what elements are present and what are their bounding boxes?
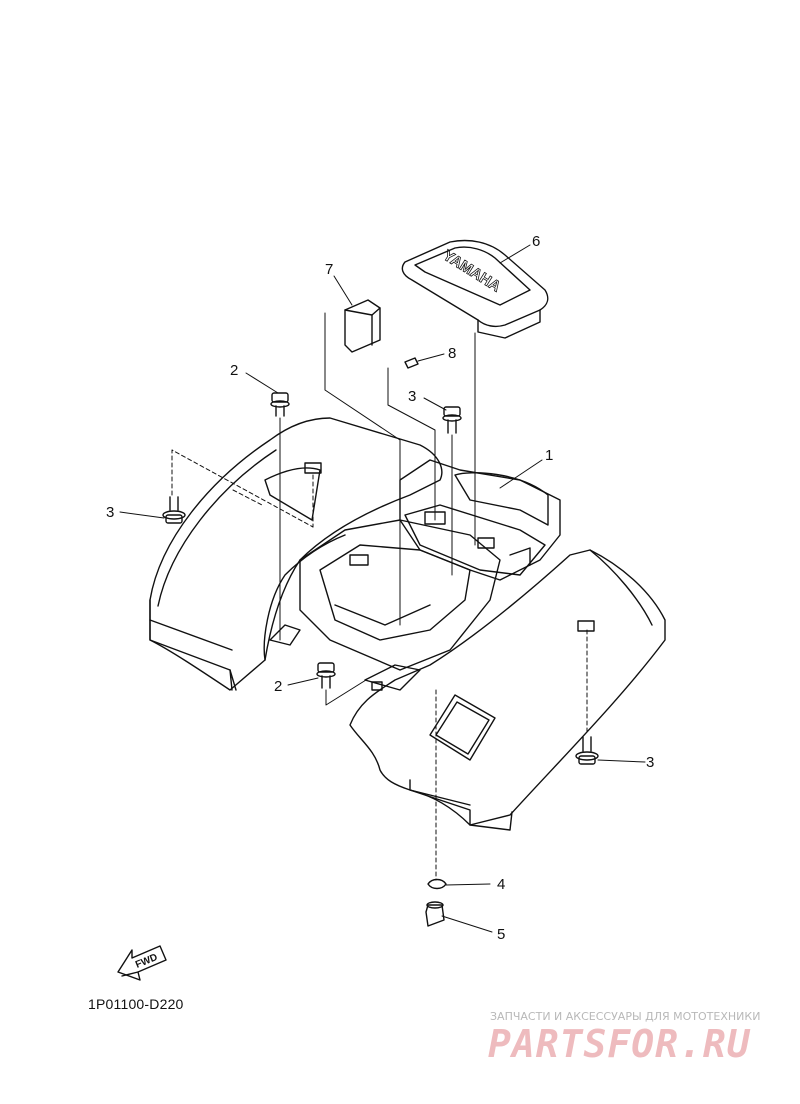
bolt-part-2-top [270, 392, 290, 417]
callout-5: 5 [497, 926, 505, 943]
bolt-part-3-left [162, 496, 186, 524]
rear-fender [149, 417, 666, 831]
grommet-part-5 [425, 901, 445, 927]
clip-part-4 [427, 878, 447, 890]
callout-labels: 1 2 2 3 3 3 4 5 6 7 8 [106, 233, 654, 943]
seat-logo-text: YAMAHA [440, 247, 504, 296]
callout-2-bottom: 2 [274, 678, 282, 695]
callout-4: 4 [497, 876, 505, 893]
callout-3-right: 3 [646, 754, 654, 771]
callout-3-left: 3 [106, 504, 114, 521]
callout-1: 1 [545, 447, 553, 464]
bolt-part-3-right [575, 736, 599, 765]
watermark-logo: PARTSFOR.RU [488, 1022, 751, 1066]
pin-part-8 [404, 357, 419, 369]
callout-8: 8 [448, 345, 456, 362]
fwd-arrow-icon [117, 945, 167, 981]
watermark-caption: ЗАПЧАСТИ И АКСЕССУАРЫ ДЛЯ МОТОТЕХНИКИ [490, 1010, 761, 1023]
bolt-part-2-bottom [316, 662, 336, 689]
seat-cover-part-6 [401, 239, 549, 339]
leader-lines [119, 244, 646, 933]
assembly-lines [171, 312, 588, 881]
callout-7: 7 [325, 261, 333, 278]
diagram-part-code: 1P01100-D220 [88, 996, 184, 1012]
callout-2-top: 2 [230, 362, 238, 379]
bolt-part-3-top [442, 406, 462, 434]
block-part-7 [344, 299, 381, 353]
callout-6: 6 [532, 233, 540, 250]
callout-3-top: 3 [408, 388, 416, 405]
